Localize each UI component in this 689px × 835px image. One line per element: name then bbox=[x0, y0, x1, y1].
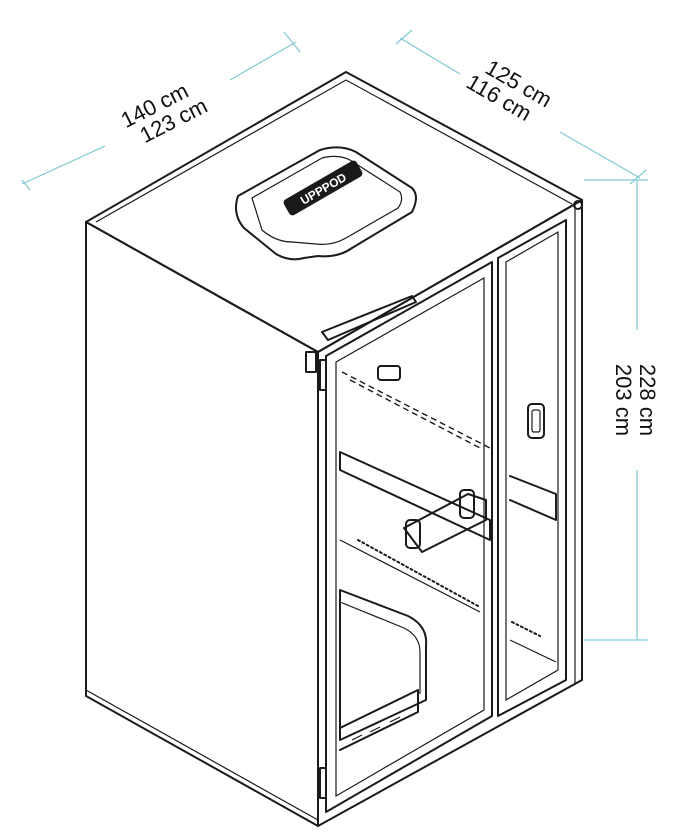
hinge-bottom bbox=[319, 767, 327, 799]
booth-front-frame bbox=[317, 199, 583, 827]
side-glass-panel bbox=[497, 219, 567, 717]
ventilation-grille bbox=[357, 539, 541, 637]
roof-fan-unit: UPPPOD bbox=[235, 146, 417, 261]
interior-light-icon bbox=[377, 365, 401, 381]
booth: UPPPOD bbox=[85, 71, 583, 827]
depth-dimension-line-right bbox=[559, 131, 641, 179]
height-label: 228 cm 203 cm bbox=[611, 364, 660, 436]
booth-left-panel bbox=[85, 221, 319, 827]
depth-label: 125 cm 116 cm bbox=[462, 55, 556, 126]
control-panel-button[interactable] bbox=[527, 403, 545, 439]
depth-dimension-line-left bbox=[399, 37, 461, 75]
door-handle[interactable] bbox=[403, 489, 487, 553]
brand-logo bbox=[283, 160, 363, 216]
glass-door[interactable] bbox=[325, 261, 493, 813]
width-dimension-line-right bbox=[229, 41, 297, 81]
height-outer-text: 228 cm bbox=[635, 364, 660, 436]
desk-shelf bbox=[339, 451, 491, 541]
dimension-lines bbox=[21, 29, 648, 641]
hinge-top bbox=[319, 359, 327, 391]
height-inner-text: 203 cm bbox=[611, 364, 636, 436]
width-label: 140 cm 123 cm bbox=[117, 78, 212, 148]
width-dimension-line-left bbox=[21, 145, 106, 185]
seat bbox=[339, 589, 428, 751]
roof-light-bar bbox=[321, 295, 417, 341]
